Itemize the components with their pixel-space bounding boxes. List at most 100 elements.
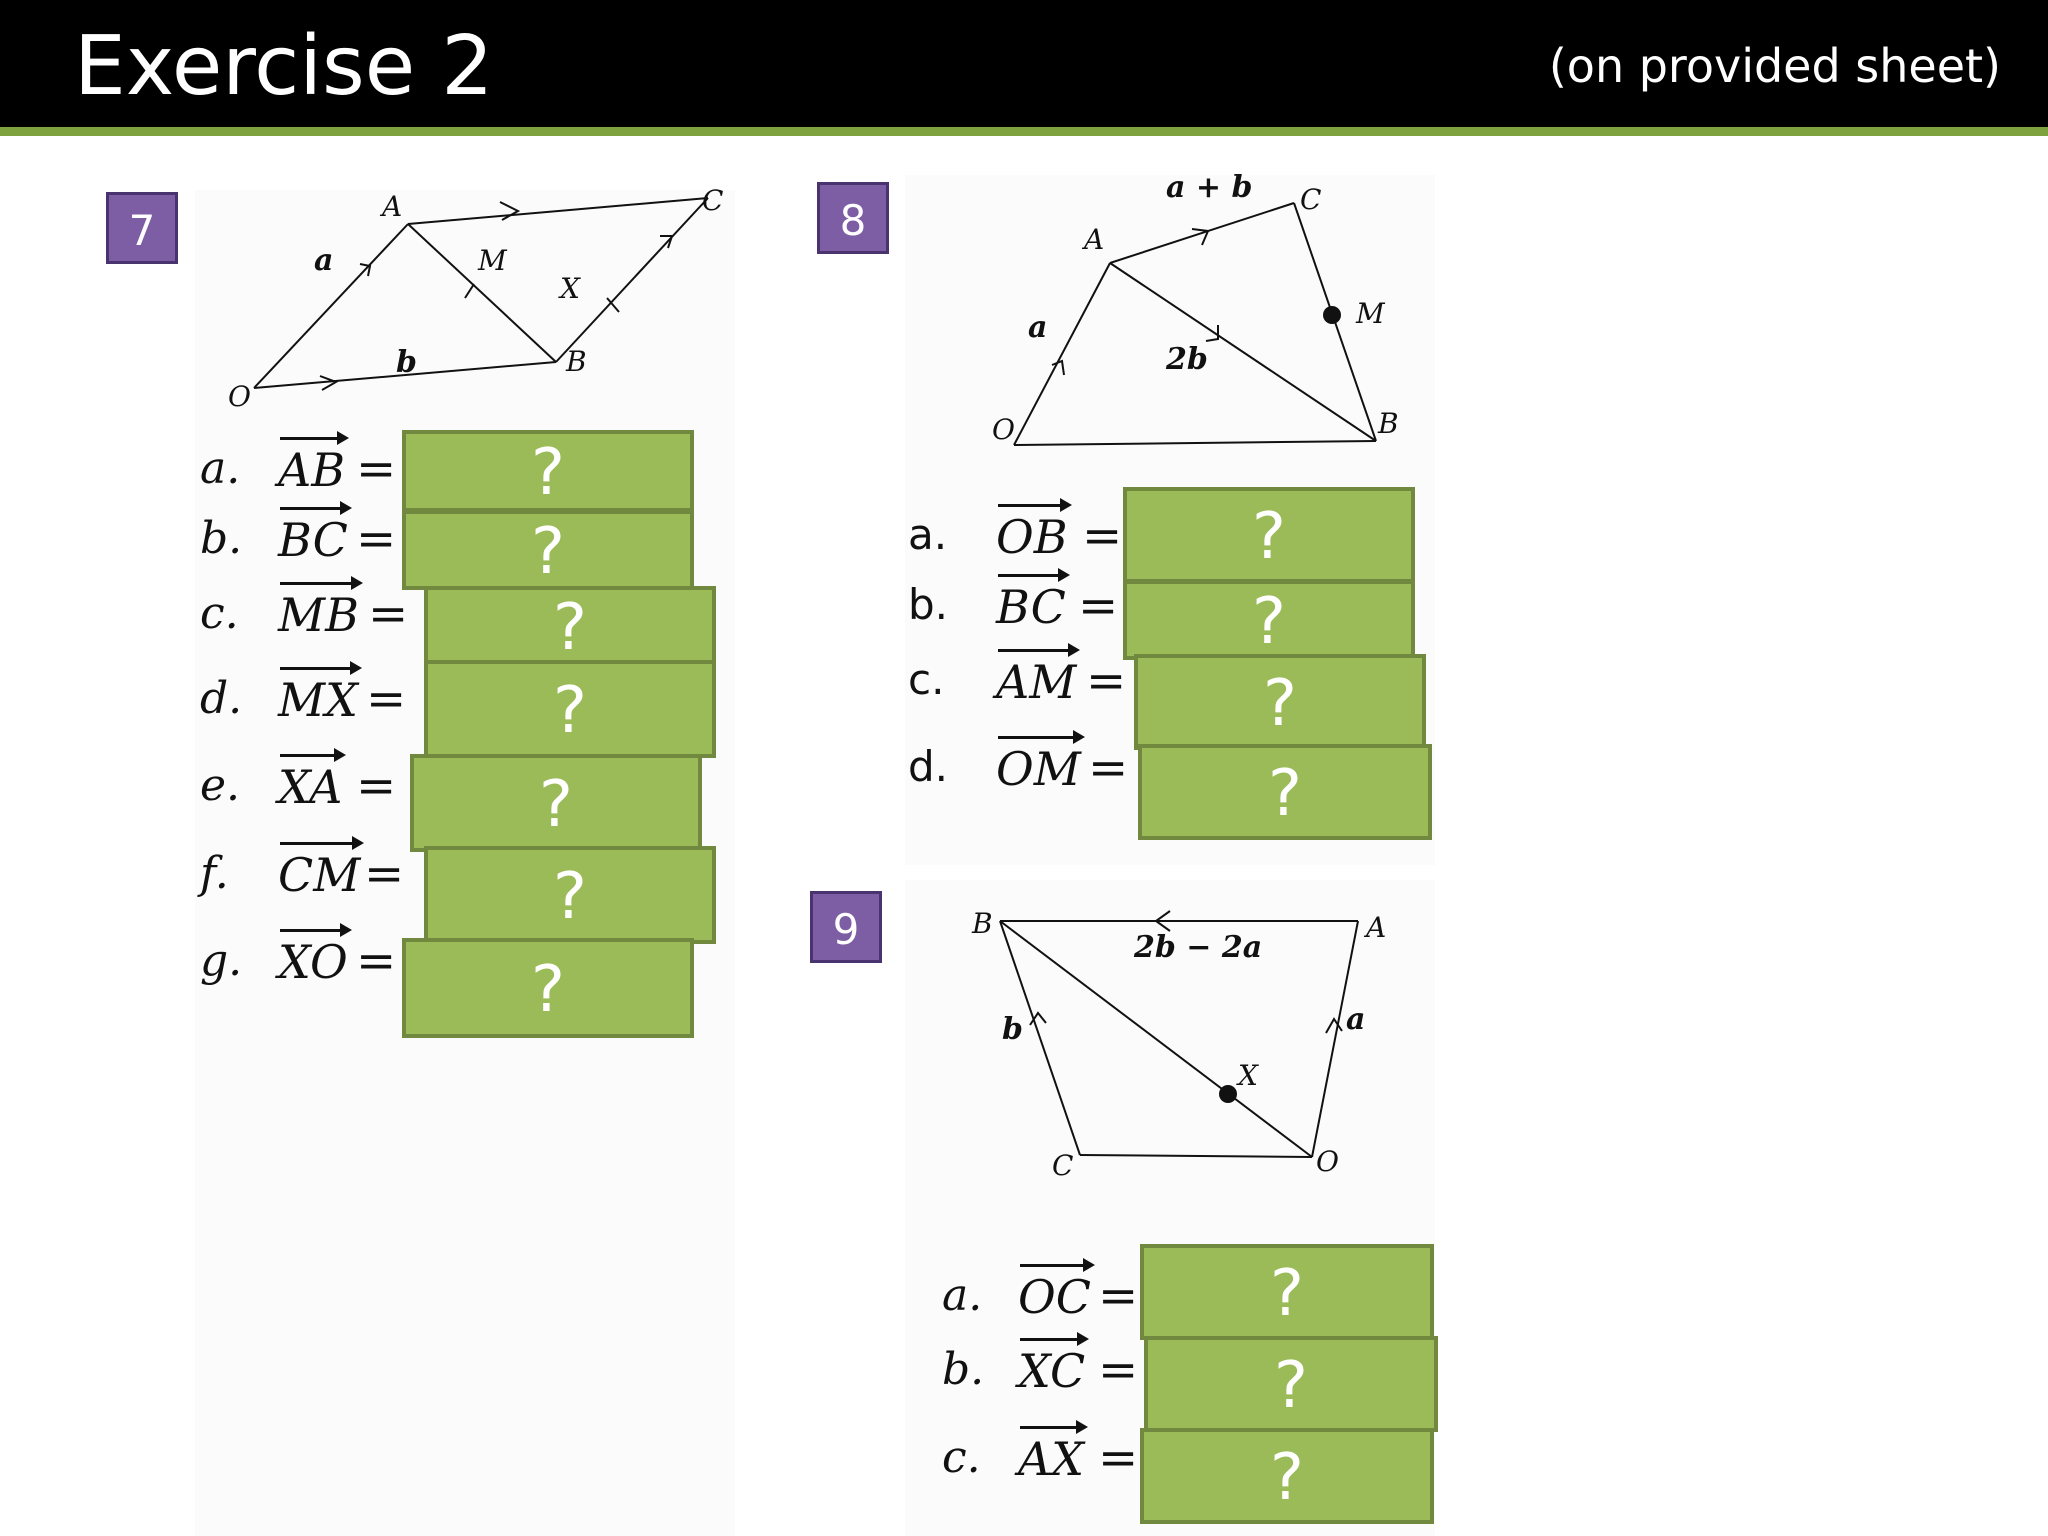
vector-CM: CM — [278, 836, 365, 902]
answer-box-8d[interactable]: ? — [1138, 744, 1432, 840]
vector-XO: XO — [278, 923, 352, 989]
part-label: g. — [200, 935, 243, 986]
q9-label-O: O — [1316, 1145, 1339, 1178]
answer-box-7c[interactable]: ? — [424, 586, 716, 666]
equals-sign: = — [1078, 578, 1119, 634]
answer-box-7a[interactable]: ? — [402, 430, 694, 512]
q7-part-e: e. XA = — [200, 748, 760, 822]
part-label: a. — [942, 1270, 983, 1321]
part-label: a. — [908, 510, 948, 559]
vector-OM: OM — [996, 730, 1085, 796]
q7-label-C: C — [702, 184, 723, 217]
answer-box-8a[interactable]: ? — [1123, 487, 1415, 583]
vector-MX: MX — [278, 661, 362, 727]
q7-part-g: g. XO = — [200, 923, 760, 997]
answer-box-9a[interactable]: ? — [1140, 1244, 1434, 1340]
q8-part-b: b. BC = — [908, 568, 1468, 642]
vector-AB: AB — [278, 431, 350, 497]
answer-box-8c[interactable]: ? — [1134, 654, 1426, 750]
q7-label-b: b — [396, 345, 417, 380]
part-label: b. — [200, 513, 243, 564]
q7-part-f: f. CM = — [200, 836, 760, 910]
q8-label-O: O — [992, 413, 1015, 446]
equals-sign: = — [1088, 740, 1129, 796]
q7-label-O: O — [228, 380, 251, 413]
q8-label-M: M — [1355, 297, 1386, 330]
answer-box-9b[interactable]: ? — [1144, 1336, 1438, 1432]
q7-part-c: c. MB = — [200, 576, 760, 650]
vector-OB: OB — [996, 498, 1071, 564]
q8-part-d: d. OM = — [908, 730, 1468, 804]
diagram-q7: A C M X B O a b — [228, 184, 723, 413]
q9-label-b: b — [1002, 1012, 1023, 1047]
q9-label-top: 2b − 2a — [1133, 930, 1262, 965]
q9-part-a: a. OC = — [942, 1258, 1502, 1332]
equals-sign: = — [368, 586, 409, 642]
q9-label-C: C — [1052, 1149, 1073, 1182]
part-label: b. — [908, 580, 949, 629]
equals-sign: = — [356, 933, 397, 989]
q8-label-2b: 2b — [1165, 342, 1208, 377]
vector-XC: XC — [1018, 1332, 1090, 1398]
part-label: d. — [908, 742, 949, 791]
point-M — [1323, 306, 1341, 324]
vector-MB: MB — [278, 576, 363, 642]
answer-box-9c[interactable]: ? — [1140, 1428, 1434, 1524]
q9-label-B: B — [971, 907, 993, 940]
q8-part-c: c. AM = — [908, 643, 1468, 717]
q7-label-a: a — [314, 243, 333, 278]
q7-part-b: b. BC = — [200, 501, 760, 575]
header-divider — [0, 127, 2048, 136]
q7-part-d: d. MX = — [200, 661, 760, 735]
part-label: a. — [200, 443, 241, 494]
equals-sign: = — [366, 671, 407, 727]
q8-label-B: B — [1377, 407, 1399, 440]
q9-label-a: a — [1346, 1002, 1365, 1037]
point-X — [1219, 1085, 1237, 1103]
q9-label-X: X — [1236, 1059, 1259, 1092]
equals-sign: = — [1098, 1430, 1139, 1486]
vector-AX: AX — [1018, 1420, 1088, 1486]
equals-sign: = — [1086, 653, 1127, 709]
vector-OC: OC — [1018, 1258, 1095, 1324]
q7-label-B: B — [565, 345, 587, 378]
vector-AM: AM — [996, 643, 1081, 709]
equals-sign: = — [364, 846, 405, 902]
q8-label-C: C — [1300, 183, 1321, 216]
page-subtitle: (on provided sheet) — [1548, 39, 2001, 93]
q9-part-c: c. AX = — [942, 1420, 1502, 1494]
q7-label-A: A — [379, 190, 402, 223]
q9-label-A: A — [1363, 911, 1386, 944]
q8-label-A: A — [1081, 223, 1104, 256]
part-label: f. — [200, 848, 229, 899]
diagram-q8: a + b C A M a 2b O B — [992, 170, 1399, 446]
question-number-7: 7 — [106, 192, 178, 264]
q7-part-a: a. AB = — [200, 431, 760, 505]
q8-part-a: a. OB = — [908, 498, 1468, 572]
part-label: e. — [200, 760, 241, 811]
q7-label-X: X — [558, 272, 581, 305]
q7-label-M: M — [477, 244, 508, 277]
answer-box-7d[interactable]: ? — [424, 660, 716, 758]
equals-sign: = — [356, 758, 397, 814]
vector-BC: BC — [996, 568, 1070, 634]
q9-part-b: b. XC = — [942, 1332, 1502, 1406]
question-number-8: 8 — [817, 182, 889, 254]
part-label: b. — [942, 1344, 985, 1395]
page-title: Exercise 2 — [74, 19, 494, 114]
vector-XA: XA — [278, 748, 347, 814]
q8-label-ab: a + b — [1166, 170, 1252, 205]
answer-box-7b[interactable]: ? — [402, 510, 694, 590]
answer-box-7g[interactable]: ? — [402, 938, 694, 1038]
vector-BC: BC — [278, 501, 352, 567]
answer-box-7f[interactable]: ? — [424, 846, 716, 944]
q8-label-a: a — [1028, 310, 1047, 345]
part-label: c. — [942, 1432, 981, 1483]
part-label: c. — [200, 588, 239, 639]
equals-sign: = — [356, 511, 397, 567]
equals-sign: = — [1082, 508, 1123, 564]
title-bar: Exercise 2 (on provided sheet) — [0, 0, 2048, 127]
equals-sign: = — [1098, 1268, 1139, 1324]
part-label: d. — [200, 673, 243, 724]
answer-box-7e[interactable]: ? — [410, 754, 702, 852]
